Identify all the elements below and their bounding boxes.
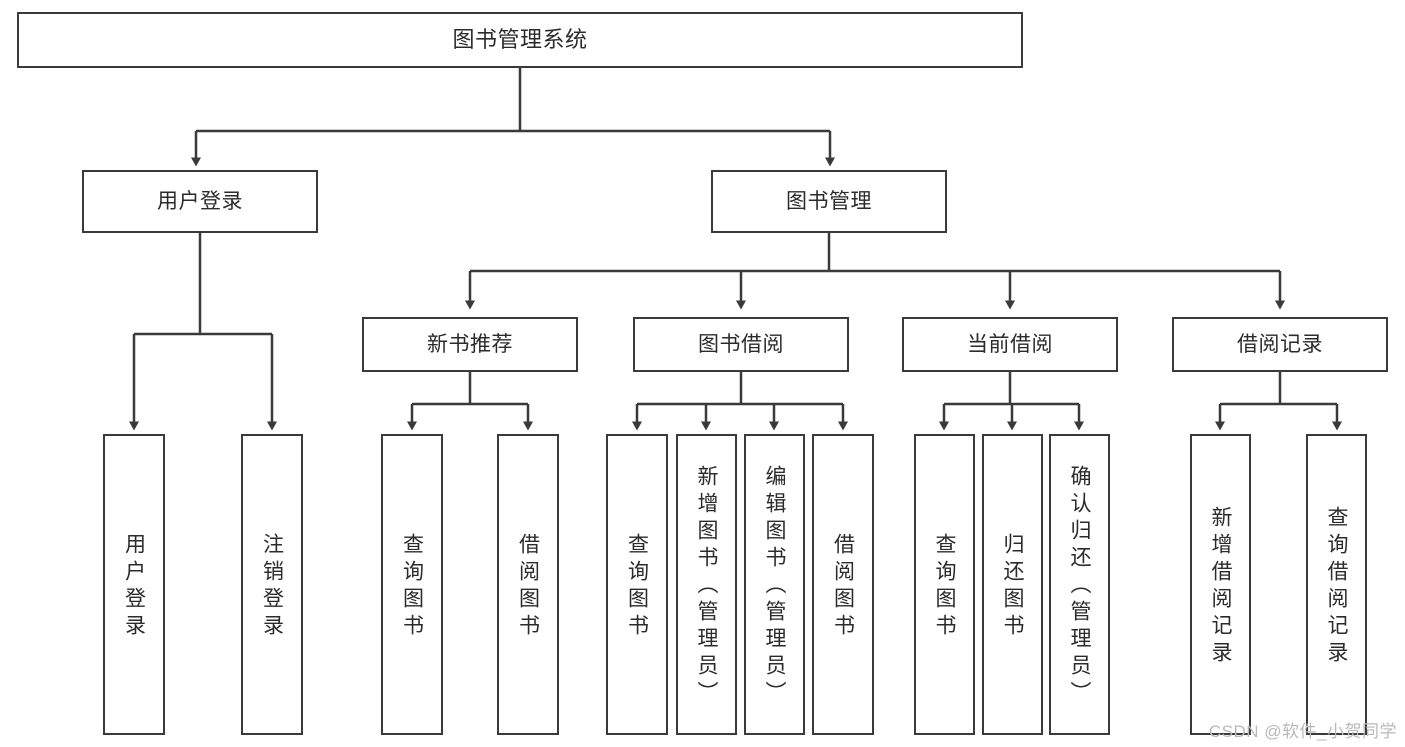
leaf-return-book[interactable]: 归还图书 — [982, 434, 1043, 735]
leaf-add-borrow-record[interactable]: 新增借阅记录 — [1190, 434, 1251, 735]
leaf-add-book-admin[interactable]: 新增图书（管理员） — [676, 434, 737, 735]
node-label: 图书管理系统 — [452, 26, 588, 52]
node-label: 编辑图书（管理员） — [763, 465, 786, 708]
node-book-management[interactable]: 图书管理 — [711, 170, 947, 233]
leaf-query-book-borrow[interactable]: 查询图书 — [606, 434, 668, 735]
node-label: 新增借阅记录 — [1209, 505, 1232, 668]
leaf-query-borrow-record[interactable]: 查询借阅记录 — [1306, 434, 1367, 735]
node-book-borrowing[interactable]: 图书借阅 — [633, 317, 849, 372]
node-label: 归还图书 — [1001, 532, 1024, 641]
csdn-watermark: CSDN @软件_小贺同学 — [1208, 722, 1397, 741]
node-label: 查询图书 — [400, 532, 424, 641]
node-label: 注销登录 — [260, 532, 284, 641]
node-new-book-recommendation[interactable]: 新书推荐 — [362, 317, 578, 372]
node-user-login[interactable]: 用户登录 — [82, 170, 318, 233]
node-label: 图书借阅 — [698, 332, 784, 356]
node-label: 查询借阅记录 — [1325, 505, 1348, 668]
node-label: 用户登录 — [122, 532, 146, 641]
node-label: 新增图书（管理员） — [695, 465, 718, 708]
leaf-borrow-book[interactable]: 借阅图书 — [812, 434, 874, 735]
leaf-query-book-current[interactable]: 查询图书 — [914, 434, 975, 735]
node-label: 新书推荐 — [427, 332, 513, 356]
node-label: 查询图书 — [933, 532, 956, 641]
node-current-borrowing[interactable]: 当前借阅 — [902, 317, 1118, 372]
node-root-book-management-system[interactable]: 图书管理系统 — [17, 12, 1023, 68]
node-label: 图书管理 — [786, 189, 872, 213]
node-label: 确认归还（管理员） — [1068, 465, 1091, 708]
leaf-borrow-book-recommend[interactable]: 借阅图书 — [497, 434, 559, 735]
leaf-query-book-recommend[interactable]: 查询图书 — [381, 434, 443, 735]
node-label: 用户登录 — [157, 189, 243, 213]
node-label: 借阅图书 — [516, 532, 540, 641]
leaf-logout[interactable]: 注销登录 — [241, 434, 303, 735]
leaf-user-login[interactable]: 用户登录 — [103, 434, 165, 735]
node-label: 当前借阅 — [967, 332, 1053, 356]
node-label: 借阅记录 — [1237, 332, 1323, 356]
node-borrowing-record[interactable]: 借阅记录 — [1172, 317, 1388, 372]
node-label: 查询图书 — [625, 532, 649, 641]
node-label: 借阅图书 — [831, 532, 855, 641]
leaf-confirm-return-admin[interactable]: 确认归还（管理员） — [1049, 434, 1110, 735]
leaf-edit-book-admin[interactable]: 编辑图书（管理员） — [744, 434, 805, 735]
